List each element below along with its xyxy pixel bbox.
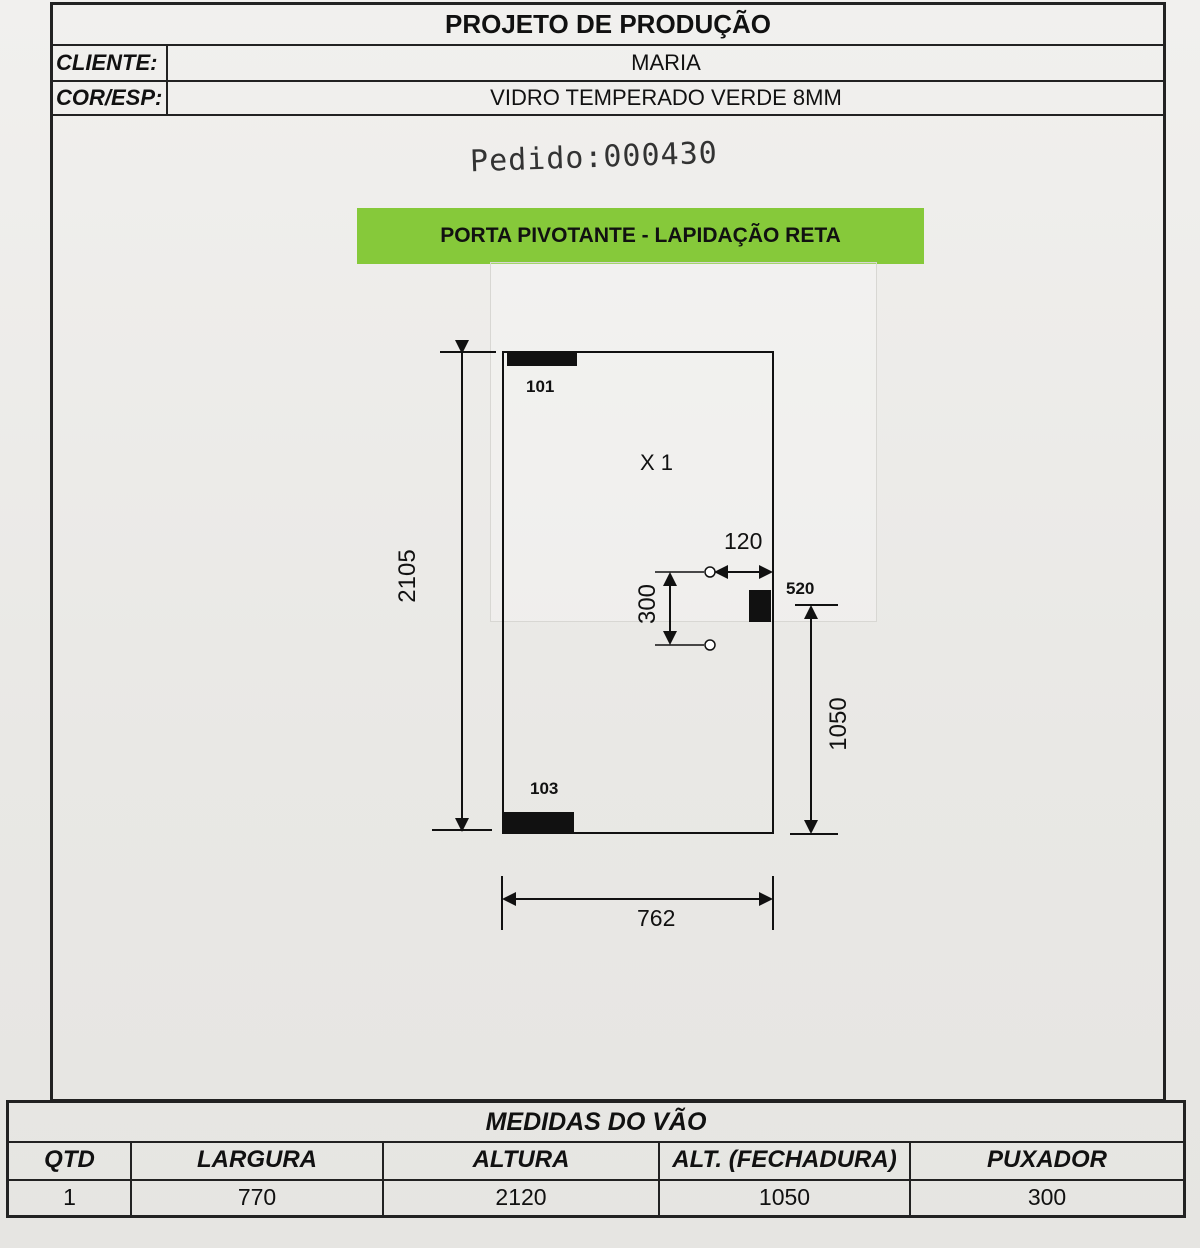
col-value: 2120 — [495, 1183, 547, 1210]
color-label: COR/ESP: — [52, 82, 168, 114]
col-value: 300 — [1027, 1183, 1067, 1210]
measures-table: MEDIDAS DO VÃO QTD 1 LARGURA 770 ALTURA … — [6, 1100, 1186, 1218]
lock-height-label: 1050 — [825, 697, 852, 751]
handle-hole-bottom — [704, 639, 716, 651]
col-puxador: PUXADOR 300 — [911, 1141, 1183, 1215]
col-alt-fechadura: ALT. (FECHADURA) 1050 — [660, 1141, 911, 1215]
col-value: 1050 — [758, 1183, 811, 1210]
col-header: ALTURA — [384, 1141, 658, 1181]
product-banner: PORTA PIVOTANTE - LAPIDAÇÃO RETA — [357, 208, 924, 264]
header-table: PROJETO DE PRODUÇÃO CLIENTE: MARIA COR/E… — [52, 4, 1164, 116]
paper-overlay — [490, 262, 877, 622]
height-label: 2105 — [394, 549, 421, 603]
measures-columns: QTD 1 LARGURA 770 ALTURA 2120 ALT. (FECH… — [9, 1141, 1183, 1215]
col-altura: ALTURA 2120 — [384, 1141, 660, 1215]
col-value: 1 — [63, 1183, 76, 1210]
page-title: PROJETO DE PRODUÇÃO — [444, 8, 771, 39]
door-outline — [502, 351, 774, 834]
col-header: ALT. (FECHADURA) — [660, 1141, 909, 1181]
handle-offset-label: 120 — [724, 528, 763, 554]
lock-block — [749, 590, 771, 622]
client-label: CLIENTE: — [52, 46, 168, 80]
client-value: MARIA — [631, 50, 701, 75]
col-largura: LARGURA 770 — [132, 1141, 384, 1215]
col-value: 770 — [237, 1183, 277, 1210]
top-pivot-label: 101 — [526, 377, 555, 396]
col-header: PUXADOR — [911, 1141, 1183, 1181]
handle-spacing-label: 300 — [634, 583, 661, 625]
top-pivot-block — [507, 352, 577, 366]
bottom-pivot-block — [502, 812, 574, 832]
color-row: COR/ESP: VIDRO TEMPERADO VERDE 8MM — [52, 82, 1164, 116]
width-label: 762 — [637, 905, 676, 931]
col-header: QTD — [9, 1141, 130, 1181]
title-row: PROJETO DE PRODUÇÃO — [52, 4, 1164, 46]
quantity-mark: X 1 — [640, 450, 674, 475]
lock-width-label: 520 — [786, 579, 815, 598]
color-value: VIDRO TEMPERADO VERDE 8MM — [490, 85, 842, 110]
col-header: LARGURA — [132, 1141, 382, 1181]
measures-title: MEDIDAS DO VÃO — [9, 1103, 1183, 1143]
client-row: CLIENTE: MARIA — [52, 46, 1164, 82]
handle-hole-top — [704, 566, 716, 578]
col-qtd: QTD 1 — [9, 1141, 132, 1215]
bottom-pivot-label: 103 — [530, 779, 559, 798]
